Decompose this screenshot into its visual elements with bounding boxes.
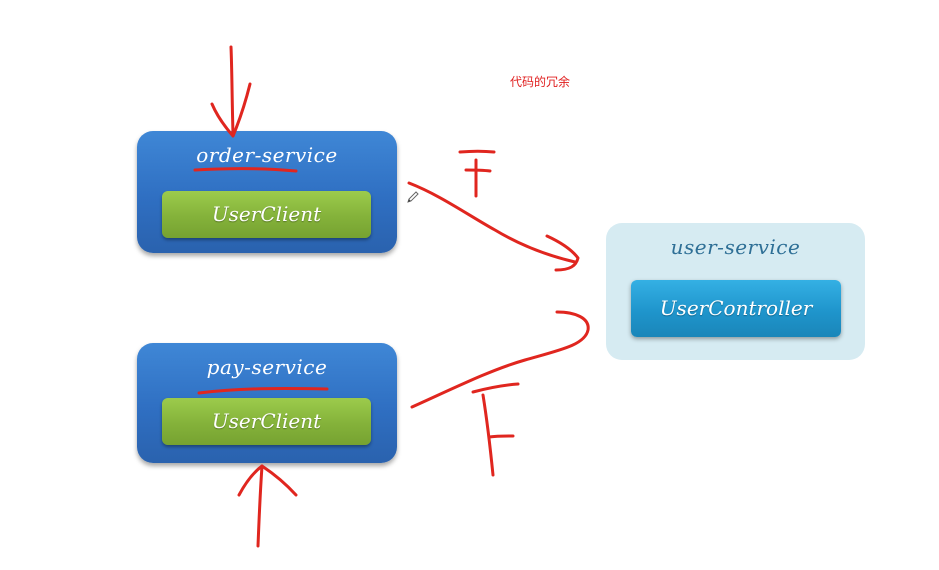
annotation-code-redundancy: 代码的冗余 [510,75,571,89]
user-service-title: user-service [670,235,801,259]
order-user-client[interactable]: UserClient [162,191,371,238]
user-controller[interactable]: UserController [631,280,841,337]
pencil-icon [407,191,419,203]
ink-letter-f-bottom-stem [481,393,495,477]
user-service-box: user-service UserController [606,223,865,360]
ink-letter-f-bottom-mid [487,434,515,439]
pay-to-user-arrow [410,310,590,409]
pay-service-title: pay-service [206,355,328,379]
order-incoming-arrowhead [210,82,252,138]
pay-user-client[interactable]: UserClient [162,398,371,445]
order-to-user-arrowhead [545,234,580,272]
pay-service-box: pay-service UserClient [137,343,397,463]
order-to-user-arrow [407,181,577,264]
order-service-box: order-service UserClient [137,131,397,253]
ink-letter-f-top-mid [464,168,492,173]
order-incoming-arrow [229,45,235,136]
ink-letter-f-bottom-bar [471,382,520,394]
ink-letter-f-top-bar [458,149,496,154]
pay-incoming-arrow [256,464,264,548]
order-service-title: order-service [196,143,338,167]
pay-incoming-arrowhead [237,464,298,497]
